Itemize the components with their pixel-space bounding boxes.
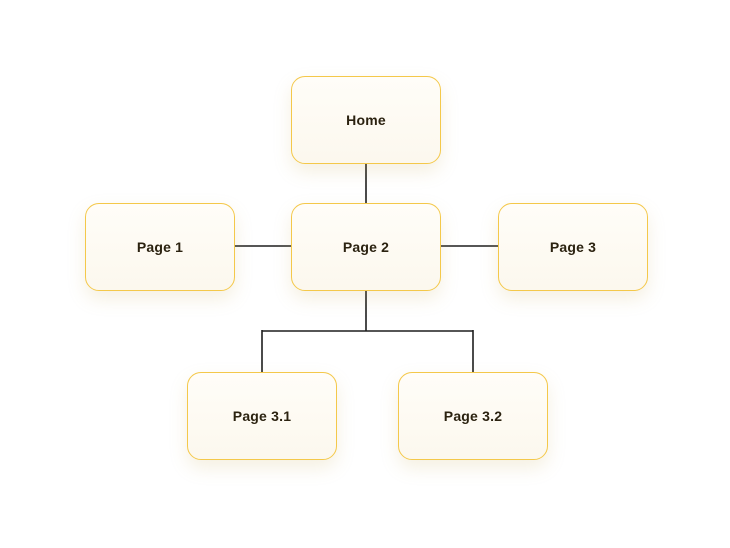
node-page-3-label: Page 3: [549, 239, 597, 255]
node-page-2-label: Page 2: [342, 239, 390, 255]
node-page-3[interactable]: Page 3: [498, 203, 648, 291]
node-page-1-label: Page 1: [136, 239, 184, 255]
node-page-2[interactable]: Page 2: [291, 203, 441, 291]
node-home[interactable]: Home: [291, 76, 441, 164]
node-home-label: Home: [346, 112, 386, 128]
node-page-3-1-label: Page 3.1: [232, 408, 292, 424]
node-page-3-1[interactable]: Page 3.1: [187, 372, 337, 460]
node-page-3-2-label: Page 3.2: [443, 408, 503, 424]
node-page-1[interactable]: Page 1: [85, 203, 235, 291]
node-page-3-2[interactable]: Page 3.2: [398, 372, 548, 460]
